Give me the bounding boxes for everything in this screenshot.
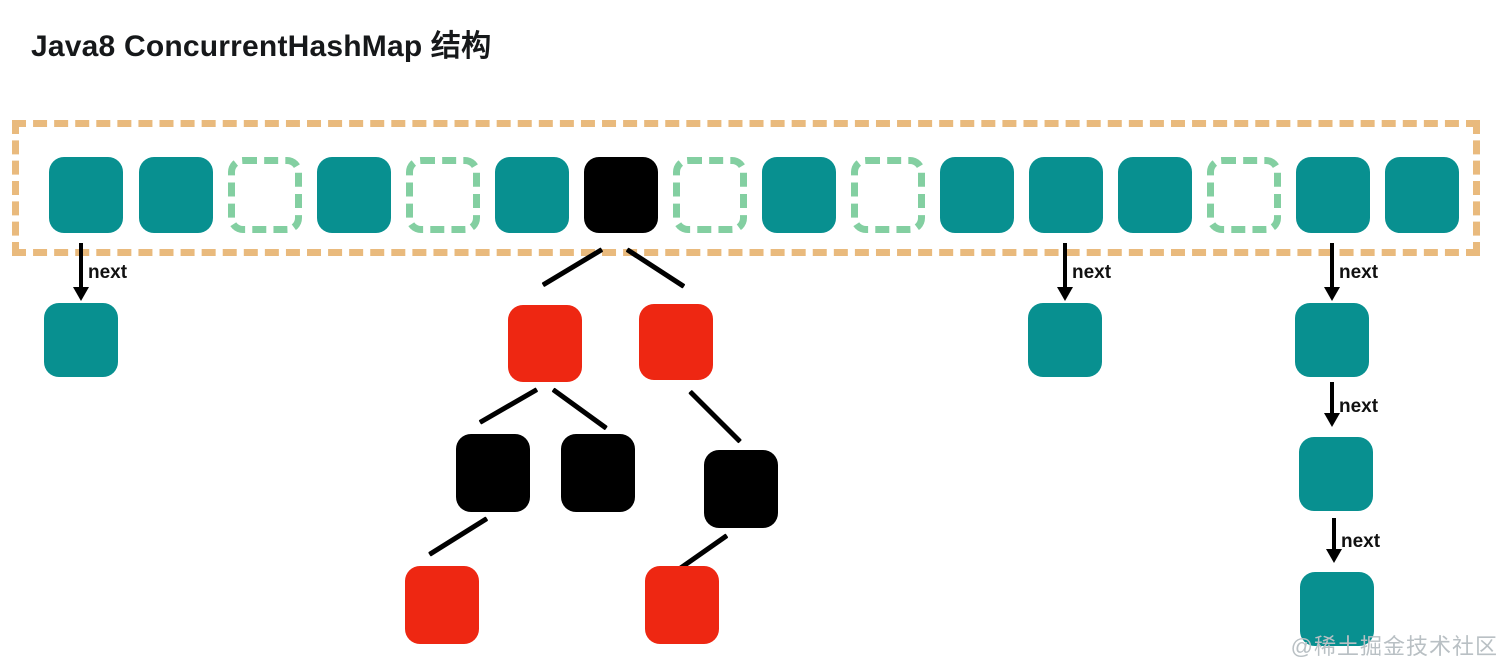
next-label-slot-0: next [88, 262, 128, 283]
next-label-slot-14-3: next [1341, 531, 1381, 552]
array-slot-2[interactable] [228, 157, 302, 233]
array-slot-3[interactable] [317, 157, 391, 233]
array-slot-13[interactable] [1207, 157, 1281, 233]
array-slot-6-treebin[interactable] [584, 157, 658, 233]
bucket-array-container [12, 120, 1480, 256]
tree-edge-n1-right [551, 387, 608, 431]
array-slot-8[interactable] [762, 157, 836, 233]
tree-edge-n3-left [428, 516, 489, 557]
array-slot-0[interactable] [49, 157, 123, 233]
array-slot-4[interactable] [406, 157, 480, 233]
next-label-slot-11: next [1072, 262, 1112, 283]
tree-edge-n2-right [688, 389, 742, 444]
chain-node-slot-11-1[interactable] [1028, 303, 1102, 377]
chain-node-slot-0-1[interactable] [44, 303, 118, 377]
array-slot-11[interactable] [1029, 157, 1103, 233]
tree-node-3[interactable] [456, 434, 530, 512]
tree-node-6[interactable] [405, 566, 479, 644]
next-label-slot-14-1: next [1339, 262, 1379, 283]
array-slot-12[interactable] [1118, 157, 1192, 233]
tree-node-4[interactable] [561, 434, 635, 512]
chain-node-slot-14-2[interactable] [1299, 437, 1373, 511]
tree-node-5[interactable] [704, 450, 778, 528]
array-slot-9[interactable] [851, 157, 925, 233]
array-slot-7[interactable] [673, 157, 747, 233]
tree-node-7[interactable] [645, 566, 719, 644]
tree-node-1[interactable] [508, 305, 582, 382]
tree-node-2[interactable] [639, 304, 713, 380]
array-slot-5[interactable] [495, 157, 569, 233]
array-slot-1[interactable] [139, 157, 213, 233]
array-slot-10[interactable] [940, 157, 1014, 233]
next-label-slot-14-2: next [1339, 396, 1379, 417]
page-title: Java8 ConcurrentHashMap 结构 [31, 30, 492, 63]
chain-node-slot-14-1[interactable] [1295, 303, 1369, 377]
chain-node-slot-14-3[interactable] [1300, 572, 1374, 646]
array-slot-15[interactable] [1385, 157, 1459, 233]
watermark: @稀土掘金技术社区 [1290, 634, 1498, 659]
tree-edge-n1-left [478, 387, 539, 425]
array-slot-14[interactable] [1296, 157, 1370, 233]
